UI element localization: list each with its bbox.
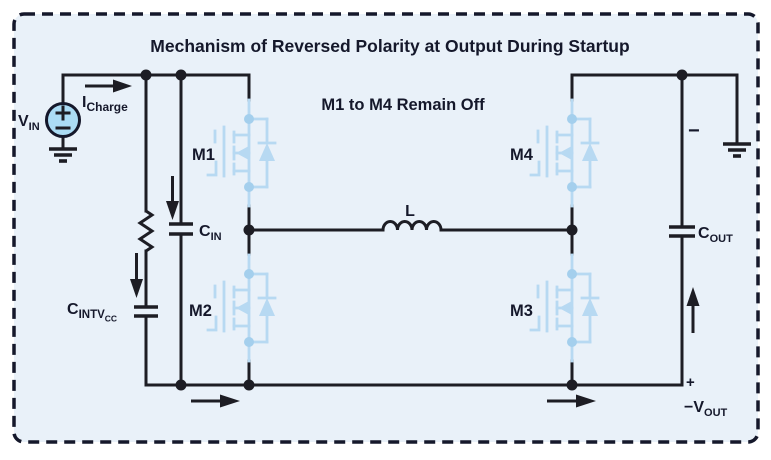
output-minus-label: − (688, 120, 700, 142)
cintvcc-capacitor (134, 305, 158, 318)
vin-label: VIN (18, 113, 40, 133)
vout-label: −VOUT (684, 399, 728, 419)
vin-source (45, 102, 81, 151)
panel-dashed-border (12, 12, 760, 444)
wires (61, 73, 739, 387)
m1-label: M1 (192, 146, 215, 164)
icharge-label: ICharge (82, 94, 128, 114)
icharge-arrow (85, 79, 132, 93)
cout-label: COUT (698, 225, 733, 245)
figure-title: Mechanism of Reversed Polarity at Output… (150, 36, 629, 56)
bottom-left-current-arrow (191, 394, 240, 408)
cout-current-arrow (686, 287, 700, 333)
junction-dots (140, 69, 688, 391)
cin-label: CIN (199, 223, 222, 243)
cin-capacitor (169, 222, 193, 236)
cout-capacitor (669, 225, 695, 238)
output-plus-label: + (686, 374, 695, 391)
inductor-label: L (405, 203, 415, 220)
cintvcc-label: CINTVCC (67, 301, 117, 324)
figure-subtitle: M1 to M4 Remain Off (321, 96, 485, 114)
cintvcc-current-arrow (130, 253, 143, 298)
bottom-right-current-arrow (547, 394, 596, 408)
m2-label: M2 (189, 302, 212, 320)
inductor (381, 220, 443, 231)
resistor (137, 209, 155, 253)
m3-label: M3 (510, 302, 533, 320)
cin-current-arrow (166, 176, 179, 220)
m4-label: M4 (510, 146, 534, 164)
